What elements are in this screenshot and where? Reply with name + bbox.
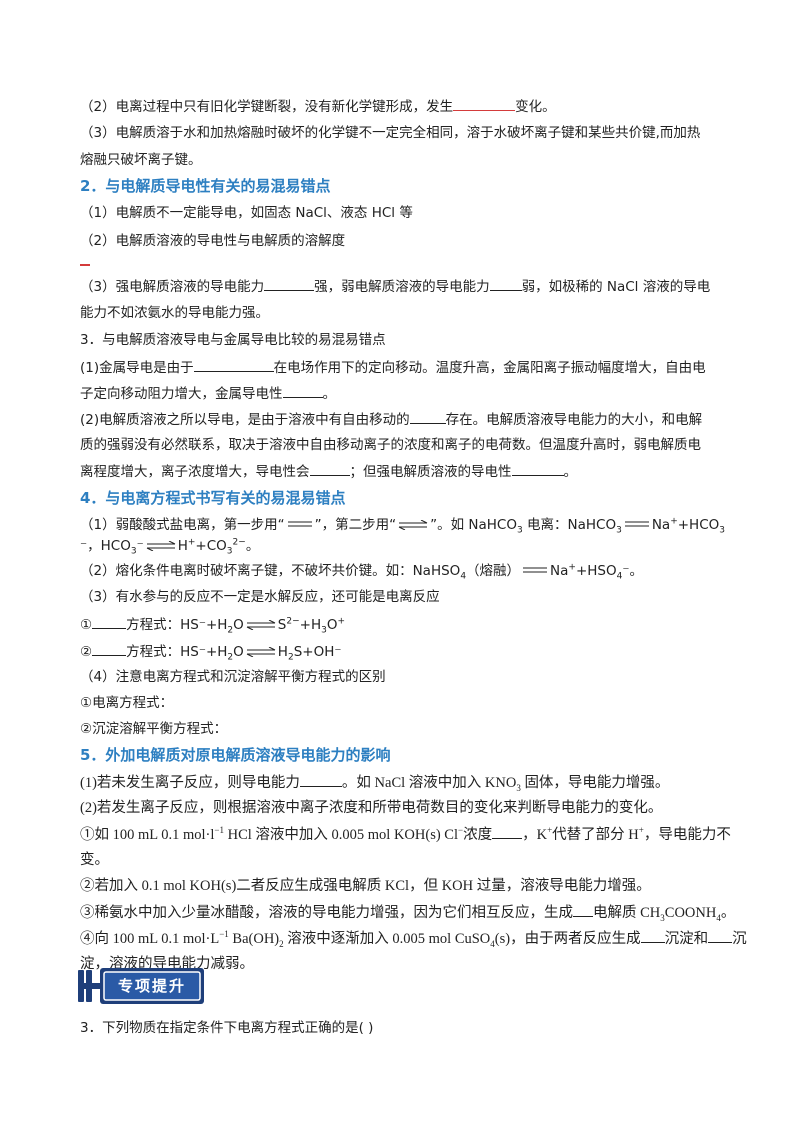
text-line: 子定向移动阻力增大，金属导电性。 [80, 383, 740, 404]
text-line: (2)若发生离子反应，则根据溶液中离子浓度和所带电荷数目的变化来判断导电能力的变… [80, 800, 663, 816]
blank [92, 641, 127, 656]
blank [193, 357, 274, 372]
blank [453, 96, 516, 111]
question-text: 3．下列物质在指定条件下电离方程式正确的是( ) [80, 1020, 374, 1036]
text-line: ①如 100 mL 0.1 mol·l−1 HCl 溶液中加入 0.005 mo… [80, 824, 731, 843]
text-line: ⁻，HCO3⁻H++CO32−。 [80, 537, 260, 557]
section-heading: 2．与电解质导电性有关的易混易错点 [80, 177, 331, 195]
text-line: ②若加入 0.1 mol KOH(s)二者反应生成强电解质 KCl，但 KOH … [80, 878, 651, 894]
section-heading: 4．与电离方程式书写有关的易混易错点 [80, 489, 346, 507]
reversible-arrow-icon [245, 647, 277, 657]
blank [299, 772, 342, 787]
section-heading: 3．与电解质溶液导电与金属导电比较的易混易错点 [80, 332, 386, 348]
reversible-arrow-icon [397, 520, 429, 530]
blank [92, 614, 127, 629]
blank [708, 928, 733, 943]
blank [309, 461, 350, 476]
section-banner: 专项提升 [78, 966, 204, 1006]
text-line: （3）电解质溶于水和加热熔融时破坏的化学键不一定完全相同，溶于水破坏离子键和某些… [80, 125, 701, 141]
text-line: (1)若未发生离子反应，则导电能力。如 NaCl 溶液中加入 KNO3 固体，导… [80, 772, 740, 793]
text-line: （3）强电解质溶液的导电能力强，弱电解质溶液的导电能力弱，如极稀的 NaCl 溶… [80, 276, 740, 297]
text-line: 能力不如浓氨水的导电能力强。 [80, 305, 269, 321]
text-line: ④向 100 mL 0.1 mol·L−1 Ba(OH)2 溶液中逐渐加入 0.… [80, 928, 747, 949]
equals-sign [285, 515, 315, 535]
text-line: 熔融只破坏离子键。 [80, 152, 202, 168]
text-line: 质的强弱没有必然联系，取决于溶液中自由移动离子的浓度和离子的电荷数。但温度升高时… [80, 437, 701, 453]
blank [264, 276, 315, 291]
text-line: （1）电解质不一定能导电，如固态 NaCl、液态 HCl 等 [80, 205, 413, 221]
blank [282, 383, 323, 398]
text-line: （2）电解质溶液的导电性与电解质的溶解度 [80, 233, 346, 249]
section-heading: 5．外加电解质对原电解质溶液导电能力的影响 [80, 746, 391, 764]
text-line: ②沉淀溶解平衡方程式： [80, 721, 228, 737]
blank [409, 409, 446, 424]
text-line: ③稀氨水中加入少量冰醋酸，溶液的导电能力增强，因为它们相互反应，生成电解质 CH… [80, 902, 740, 923]
blank [492, 824, 523, 839]
blank [511, 461, 564, 476]
equals-sign [520, 561, 550, 581]
blank [573, 902, 593, 917]
text-line: （1）弱酸酸式盐电离，第一步用“”，第二步用“”。如 NaHCO3 电离：NaH… [80, 515, 725, 536]
banner-graphic [78, 968, 204, 1004]
text-line: （2）电离过程中只有旧化学键断裂，没有新化学键形成，发生变化。 [80, 96, 740, 117]
text-line: ①电离方程式： [80, 695, 174, 711]
text-line: 变。 [80, 852, 109, 868]
text-line: （2）熔化条件电离时破坏离子键，不破坏共价键。如：NaHSO4（熔融）Na++H… [80, 561, 644, 582]
blank [640, 928, 665, 943]
reversible-arrow-icon [245, 620, 277, 630]
text-line: （4）注意电离方程式和沉淀溶解平衡方程式的区别 [80, 669, 386, 685]
text-line: (2)电解质溶液之所以导电，是由于溶液中有自由移动的存在。电解质溶液导电能力的大… [80, 409, 740, 430]
red-mark [80, 264, 90, 266]
banner-label: 专项提升 [117, 977, 186, 995]
text-line: (1)金属导电是由于在电场作用下的定向移动。温度升高，金属阳离子振动幅度增大，自… [80, 357, 740, 378]
blank [489, 276, 522, 291]
text-line: 离程度增大，离子浓度增大，导电性会；但强电解质溶液的导电性。 [80, 461, 740, 482]
equals-sign [622, 515, 652, 535]
reversible-arrow-icon [145, 541, 177, 551]
text-line: （3）有水参与的反应不一定是水解反应，还可能是电离反应 [80, 589, 440, 605]
